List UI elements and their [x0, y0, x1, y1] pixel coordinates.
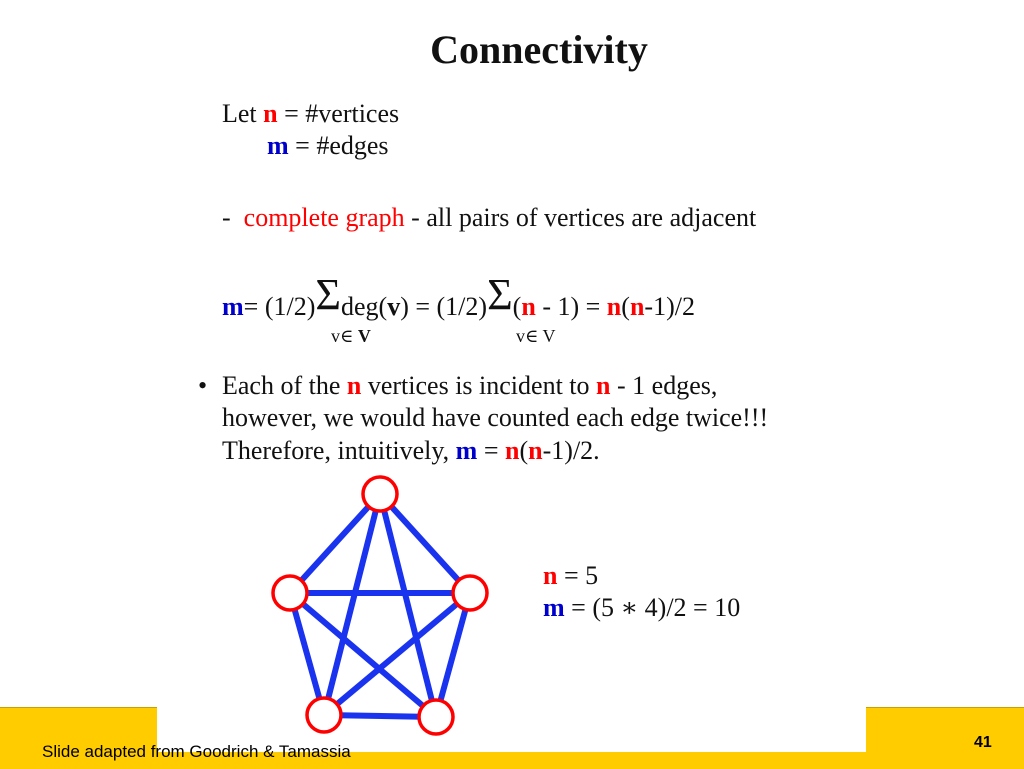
- sigma-symbol: Σ: [315, 270, 341, 319]
- var-n: n: [263, 99, 278, 128]
- let-m-line: m = #edges: [267, 131, 389, 160]
- example-m: m = (5 ∗ 4)/2 = 10: [543, 593, 741, 622]
- sum-subscript-1: v∈ V: [331, 326, 371, 346]
- let-n-line: Let n = #vertices: [222, 99, 400, 128]
- graph-edge: [377, 491, 473, 596]
- graph-edge: [321, 590, 473, 718]
- graph-edge: [287, 590, 327, 718]
- example-n: n = 5: [543, 561, 599, 590]
- page-number: 41: [974, 734, 992, 751]
- graph-edge: [287, 590, 439, 720]
- graph-edge: [377, 491, 439, 720]
- complete-graph-line: - complete graph - all pairs of vertices…: [222, 203, 757, 232]
- complete-graph-term: complete graph: [243, 203, 405, 232]
- sum-subscript-2: v∈ V: [516, 326, 556, 346]
- bullet-line-3: Therefore, intuitively, m = n(n-1)/2.: [222, 436, 600, 465]
- graph-edge: [433, 590, 473, 720]
- graph-vertex: [451, 574, 489, 612]
- graph-edge: [321, 491, 383, 718]
- slide-title: Connectivity: [430, 27, 648, 72]
- graph-vertex: [305, 696, 343, 734]
- footer-white-block: [157, 700, 866, 752]
- degree-sum-formula: m= (1/2)Σdeg(v) = (1/2)Σ(n - 1) = n(n-1)…: [222, 270, 695, 322]
- graph-edge: [287, 491, 383, 596]
- bullet-line-2: however, we would have counted each edge…: [222, 403, 769, 432]
- var-m: m: [267, 131, 289, 160]
- sigma-symbol: Σ: [487, 270, 513, 319]
- footer-credit: Slide adapted from Goodrich & Tamassia: [42, 742, 351, 761]
- graph-vertex: [361, 475, 399, 513]
- graph-vertex: [271, 574, 309, 612]
- graph-vertex: [417, 698, 455, 736]
- bullet-line-1: Each of the n vertices is incident to n …: [222, 371, 718, 400]
- bullet-mark: •: [198, 371, 208, 400]
